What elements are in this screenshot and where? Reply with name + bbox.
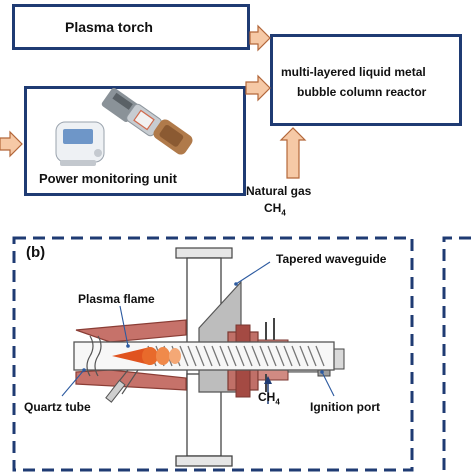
torch-hardware-icon [101,87,193,155]
panel-c-frame-edge [442,236,474,470]
plasma-torch-box: Plasma torch [12,4,250,50]
arrow-gas-to-reactor [279,127,307,179]
ch4-label-panel-b: CH4 [258,390,280,406]
tapered-waveguide-label: Tapered waveguide [276,252,387,266]
ch4-b-text: CH [258,390,276,404]
plasma-torch-label: Plasma torch [65,19,153,35]
panel-b-frame [12,236,414,472]
ch4-top-text: CH [264,201,282,215]
plasma-flame [112,347,181,365]
callout-dots [82,282,324,374]
arrow-torch-to-reactor [249,24,271,52]
plasma-flame-label: Plasma flame [78,292,155,306]
reactor-label-line2: bubble column reactor [297,85,427,99]
ch4-label-top: CH4 [264,201,286,217]
reactor-label-line1: multi-layered liquid metal [281,65,426,79]
ch4-b-subscript: 4 [275,397,280,407]
arrow-power-to-reactor [245,74,271,102]
panel-b-tag: (b) [26,244,46,261]
ignition-port-label: Ignition port [310,400,380,414]
power-meter-icon [55,121,105,166]
power-monitoring-label: Power monitoring unit [39,171,177,186]
arrow-into-power-unit [0,130,23,158]
ch4-top-subscript: 4 [281,208,286,218]
quartz-tube-label: Quartz tube [24,400,91,414]
callout-lines [61,261,335,397]
natural-gas-label: Natural gas [246,184,312,198]
reactor-box: multi-layered liquid metal bubble column… [270,34,462,126]
